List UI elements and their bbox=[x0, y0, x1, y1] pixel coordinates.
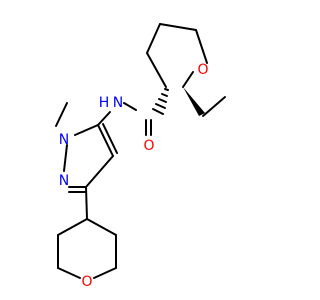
atom-n2-pyrazole-label: N bbox=[59, 173, 69, 189]
bond-thf-c4-c5 bbox=[159, 23, 197, 31]
molecule-structure-diagram: O O N H N N O bbox=[55, 23, 226, 290]
bond-oxane-c5-c4 bbox=[86, 218, 117, 236]
hashed-wedge-c3-carbonyl bbox=[152, 88, 169, 115]
bond-thf-o-c1 bbox=[182, 71, 194, 88]
stereo-bond-layer bbox=[152, 87, 205, 116]
wedge-bond-c2-ethyl bbox=[183, 87, 205, 116]
atom-o-oxane-label: O bbox=[81, 274, 92, 290]
bond-pyrazole-oxane-link bbox=[85, 186, 88, 220]
hash-4 bbox=[155, 103, 166, 109]
bond-thf-c3-c4 bbox=[146, 23, 161, 54]
bond-thf-c5-o bbox=[195, 29, 208, 64]
bond-n1-methyl bbox=[55, 102, 68, 127]
bond-ethyl-ch2-ch3 bbox=[202, 96, 226, 117]
bond-nh-pyrazole-c5 bbox=[97, 111, 111, 126]
bond-pyrazole-c4-c5-double-b bbox=[102, 123, 118, 154]
bond-oxane-o-c6 bbox=[93, 267, 117, 279]
atom-label-layer: O O N H N N O bbox=[59, 62, 209, 290]
bond-pyrazole-n1-n2 bbox=[63, 144, 68, 172]
atom-n-amide-label: N bbox=[113, 95, 123, 111]
bond-carbonyl-nh bbox=[123, 102, 137, 111]
bond-thf-c2-c3 bbox=[146, 52, 167, 88]
hash-5 bbox=[152, 108, 164, 115]
hash-2 bbox=[161, 93, 168, 97]
atom-h-amide-label: H bbox=[99, 95, 110, 111]
atom-o-thf-label: O bbox=[197, 62, 208, 78]
atom-n1-pyrazole-label: N bbox=[59, 132, 69, 148]
hash-3 bbox=[158, 98, 167, 103]
atom-o-carbonyl-label: O bbox=[143, 138, 154, 154]
bond-pyrazole-c5-n1 bbox=[74, 124, 99, 136]
bond-oxane-c2-o bbox=[57, 267, 81, 279]
bond-layer bbox=[55, 23, 226, 279]
bond-pyrazole-c4-c5-double-a bbox=[97, 124, 114, 157]
hash-1 bbox=[164, 88, 169, 91]
bond-oxane-c4-c3 bbox=[57, 218, 88, 236]
bond-pyrazole-c3-c4 bbox=[85, 155, 114, 188]
